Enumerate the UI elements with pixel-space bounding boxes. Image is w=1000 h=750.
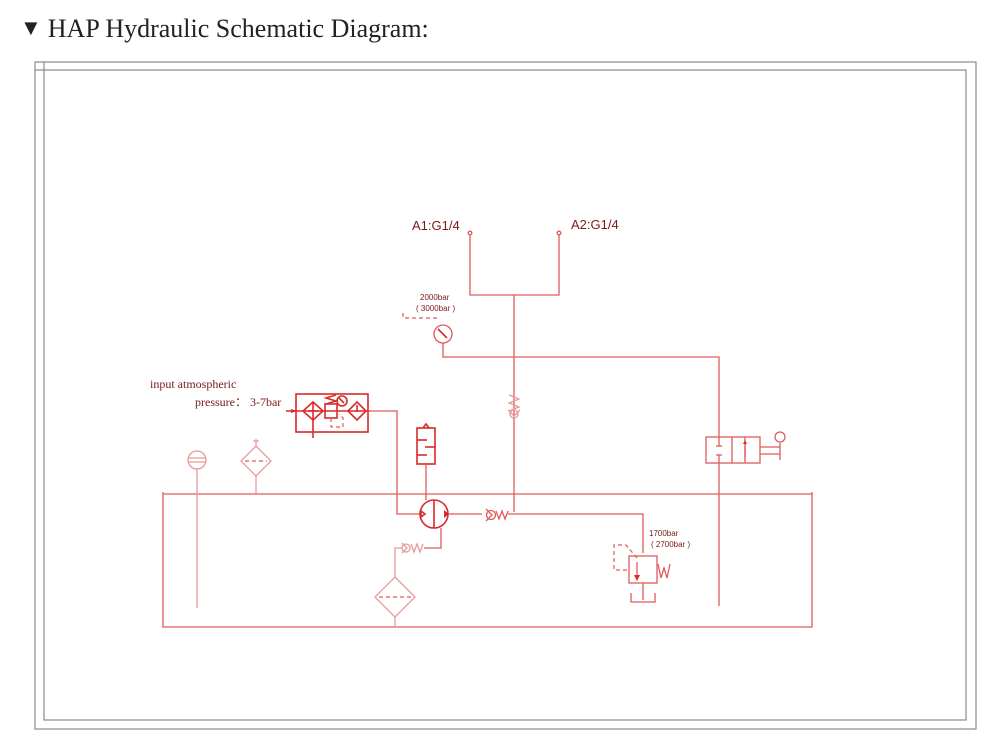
title-text: HAP Hydraulic Schematic Diagram: — [47, 14, 429, 43]
directional-valve — [705, 431, 786, 606]
air-supply-line — [368, 410, 420, 515]
input-label-line1: input atmospheric — [150, 377, 236, 391]
page-title: ▼HAP Hydraulic Schematic Diagram: — [20, 14, 429, 44]
port-a2-icon — [556, 230, 562, 236]
suction-spring-icon — [410, 542, 424, 554]
relief-valve-icon — [628, 555, 658, 584]
accumulator-icon — [416, 427, 436, 465]
drawing-frame — [34, 61, 977, 730]
port-a2-label: A2:G1/4 — [571, 217, 619, 232]
lubricator-icon — [346, 400, 368, 422]
check-valve-vertical — [507, 394, 521, 419]
air-gauge-icon — [336, 395, 348, 407]
air-fru-unit — [295, 393, 369, 438]
accumulator — [416, 422, 436, 500]
port-a1-icon — [467, 230, 473, 236]
relief-setting-secondary: ( 2700bar ) — [651, 540, 690, 549]
reservoir — [162, 492, 813, 628]
level-gauge — [187, 450, 207, 608]
check-valve-outlet — [485, 508, 644, 553]
level-gauge-icon — [187, 450, 207, 470]
spring-icon — [507, 394, 521, 412]
directional-valve-icon — [705, 436, 761, 464]
input-label-line2: pressure： 3-7bar — [195, 395, 281, 409]
output-ports: A1:G1/4 A2:G1/4 — [412, 217, 619, 512]
gauge-range-secondary: ( 3000bar ) — [416, 304, 455, 313]
relief-valve: 1700bar ( 2700bar ) — [613, 529, 690, 603]
suction-line — [394, 528, 442, 577]
air-driven-pump — [419, 499, 482, 529]
handle-knob-icon — [774, 431, 786, 443]
suction-filter — [374, 576, 416, 627]
triangle-marker-icon: ▼ — [20, 15, 42, 40]
check-valve-icon — [485, 509, 497, 521]
relief-setting-primary: 1700bar — [649, 529, 679, 538]
pressure-gauge: 2000bar ( 3000bar ) — [402, 293, 720, 437]
gauge-range-primary: 2000bar — [420, 293, 450, 302]
port-a1-label: A1:G1/4 — [412, 218, 460, 233]
breather-filter — [240, 439, 272, 494]
air-input: input atmospheric pressure： 3-7bar — [150, 377, 370, 413]
